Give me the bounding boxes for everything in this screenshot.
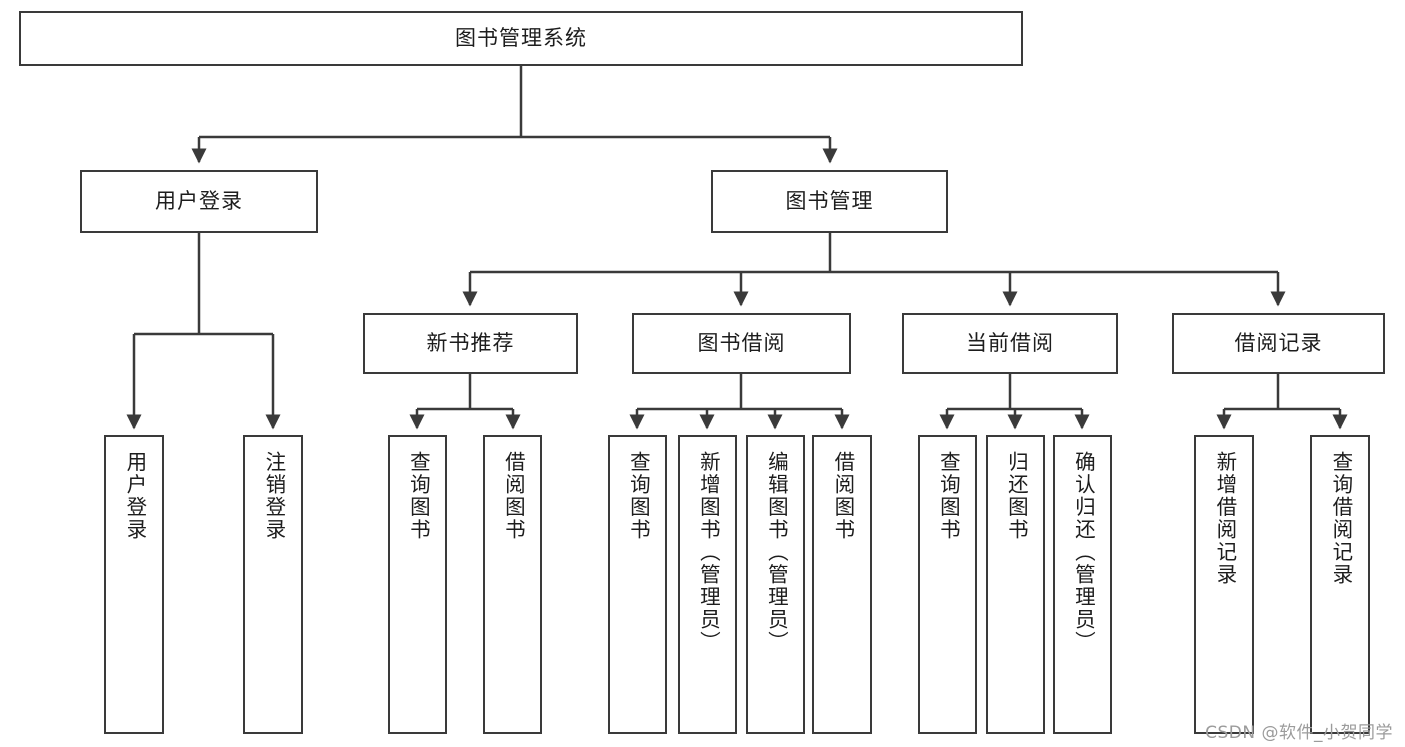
node-label: 查询图书	[406, 451, 431, 541]
leaf-recommend-borrow-book[interactable]: 借阅图书	[483, 435, 542, 734]
node-label: 注销登录	[261, 451, 286, 541]
node-label: 确认归还（管理员）	[1071, 451, 1096, 654]
node-label: 新增借阅记录	[1212, 451, 1237, 586]
node-label: 归还图书	[1004, 451, 1029, 541]
leaf-recommend-query-book[interactable]: 查询图书	[388, 435, 447, 734]
leaf-current-confirm-return-admin[interactable]: 确认归还（管理员）	[1053, 435, 1112, 734]
node-book-management[interactable]: 图书管理	[711, 170, 948, 233]
leaf-current-return-book[interactable]: 归还图书	[986, 435, 1045, 734]
node-label: 图书管理	[785, 188, 874, 213]
node-book-borrow[interactable]: 图书借阅	[632, 313, 851, 374]
leaf-user-login-signin[interactable]: 用户登录	[104, 435, 164, 734]
leaf-borrow-edit-book-admin[interactable]: 编辑图书（管理员）	[746, 435, 805, 734]
leaf-record-add-record[interactable]: 新增借阅记录	[1194, 435, 1254, 734]
node-current-borrow[interactable]: 当前借阅	[902, 313, 1118, 374]
node-label: 查询借阅记录	[1328, 451, 1353, 586]
leaf-borrow-add-book-admin[interactable]: 新增图书（管理员）	[678, 435, 737, 734]
node-borrow-record[interactable]: 借阅记录	[1172, 313, 1385, 374]
leaf-borrow-query-book[interactable]: 查询图书	[608, 435, 667, 734]
node-label: 用户登录	[122, 451, 147, 541]
node-label: 用户登录	[155, 188, 243, 213]
leaf-current-query-book[interactable]: 查询图书	[918, 435, 977, 734]
node-root-system[interactable]: 图书管理系统	[19, 11, 1023, 66]
node-new-book-recommend[interactable]: 新书推荐	[363, 313, 578, 374]
node-user-login[interactable]: 用户登录	[80, 170, 318, 233]
node-label: 新书推荐	[426, 330, 515, 355]
node-label: 借阅图书	[830, 451, 855, 541]
leaf-record-query-record[interactable]: 查询借阅记录	[1310, 435, 1370, 734]
node-label: 借阅图书	[501, 451, 526, 541]
node-label: 查询图书	[626, 451, 651, 541]
leaf-user-login-signout[interactable]: 注销登录	[243, 435, 303, 734]
watermark-text: CSDN @软件_小贺同学	[1205, 723, 1393, 743]
node-label: 图书管理系统	[455, 25, 587, 50]
node-label: 图书借阅	[697, 330, 786, 355]
leaf-borrow-borrow-book[interactable]: 借阅图书	[812, 435, 872, 734]
node-label: 编辑图书（管理员）	[764, 451, 789, 654]
node-label: 新增图书（管理员）	[696, 451, 721, 654]
node-label: 借阅记录	[1234, 330, 1323, 355]
node-label: 当前借阅	[966, 330, 1054, 355]
node-label: 查询图书	[936, 451, 961, 541]
